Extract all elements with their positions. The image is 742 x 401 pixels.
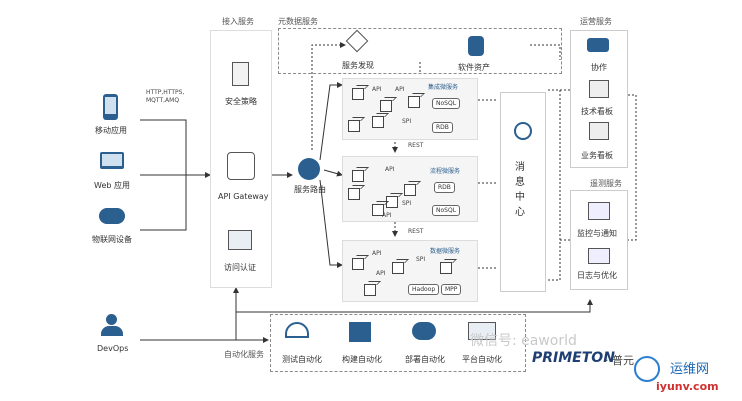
ops-biz-board-label: 业务看板 [581,151,613,160]
data-spi: SPI [416,256,426,263]
gateway-nodes-icon [227,152,255,180]
primeton-logo: PRIMETON [532,350,615,366]
integration-node-5 [348,120,360,132]
integration-node-4 [408,96,420,108]
header-access: 接入服务 [222,17,254,26]
server-rack-icon [468,322,496,340]
data-node-4 [440,262,452,274]
monitor-alert-label: 监控与通知 [577,229,617,238]
client-web-label: Web 应用 [94,181,130,190]
integration-spi: SPI [402,118,412,125]
automation-panel [270,314,526,372]
metadata-discovery-label: 服务发现 [342,61,374,70]
cubes-icon [349,322,371,342]
ops-collab-label: 协作 [591,63,607,72]
handshake-icon [587,38,609,52]
header-ops: 运营服务 [580,17,612,26]
automation-platform-label: 平台自动化 [462,355,502,364]
process-db-rdb: RDB [434,182,455,193]
integration-title: 集成微服务 [428,84,459,91]
data-db-hadoop: Hadoop [408,284,440,295]
chart-board-icon [588,248,610,264]
process-node-1 [352,170,364,182]
rest-label-1: REST [408,142,424,149]
monitor-icon [100,152,124,169]
compass-icon [514,122,532,140]
gateway-api-label: API Gateway [218,192,269,201]
process-node-3 [404,184,416,196]
database-icon [468,36,484,56]
id-card-icon [228,230,252,250]
client-iot-label: 物联网设备 [92,235,132,244]
data-node-2 [364,284,376,296]
site-logo-icon [634,356,660,382]
gateway-security-label: 安全策略 [225,97,257,106]
integration-api: API [372,86,382,93]
data-node-3 [392,262,404,274]
primeton-cn: · 普元 [605,354,634,367]
security-door-icon [232,62,249,86]
process-spi: SPI [402,200,412,207]
gauge-icon [285,322,309,338]
metadata-panel [278,28,562,74]
process-title: 流程微服务 [430,168,461,175]
mobile-phone-icon [103,94,118,120]
integration-db-nosql: NoSQL [432,98,461,109]
integration-api2: API [395,86,405,93]
data-db-mpp: MPP [441,284,462,295]
data-title: 数据微服务 [430,248,461,255]
data-api2: API [376,270,386,277]
metadata-assets-label: 软件资产 [458,63,490,72]
process-node-5 [372,204,384,216]
routing-icon [298,158,320,180]
site-domain: iyunv.com [656,380,719,393]
integration-node-1 [352,88,364,100]
rest-label-2: REST [408,228,424,235]
gateway-auth-label: 访问认证 [224,263,256,272]
process-api: API [385,166,395,173]
automation-deploy-label: 部署自动化 [405,355,445,364]
process-api2: API [382,212,392,219]
client-mobile-label: 移动应用 [95,126,127,135]
header-metadata: 元数据服务 [278,17,318,26]
wechat-watermark: 微信号: eaworld [470,333,577,349]
header-monitor: 遥测服务 [590,179,622,188]
gear-board-icon [589,80,609,98]
process-db-nosql: NoSQL [432,205,461,216]
bitcoin-board-icon [589,122,609,140]
site-name-cn: 运维网 [670,362,710,377]
ops-panel [570,30,628,168]
search-alert-icon [588,202,610,220]
process-node-2 [348,188,360,200]
cloud-gear-icon [99,208,125,224]
message-center-label: 消 息 中 心 [515,162,525,218]
header-automation: 自动化服务 [224,350,264,359]
routing-label: 服务路由 [294,185,326,194]
integration-node-3 [380,100,392,112]
data-node-1 [352,258,364,270]
integration-node-2 [372,116,384,128]
client-devops-label: DevOps [97,344,129,353]
ops-tech-board-label: 技术看板 [581,107,613,116]
protocols-label: HTTP,HTTPS, MQTT,AMQ [146,89,185,104]
devops-user-icon [101,314,123,336]
automation-build-label: 构建自动化 [342,355,382,364]
cloud-deploy-icon [412,322,436,340]
data-api: API [372,250,382,257]
integration-db-rdb: RDB [432,122,453,133]
monitor-log-label: 日志与优化 [577,271,617,280]
automation-test-label: 测试自动化 [282,355,322,364]
